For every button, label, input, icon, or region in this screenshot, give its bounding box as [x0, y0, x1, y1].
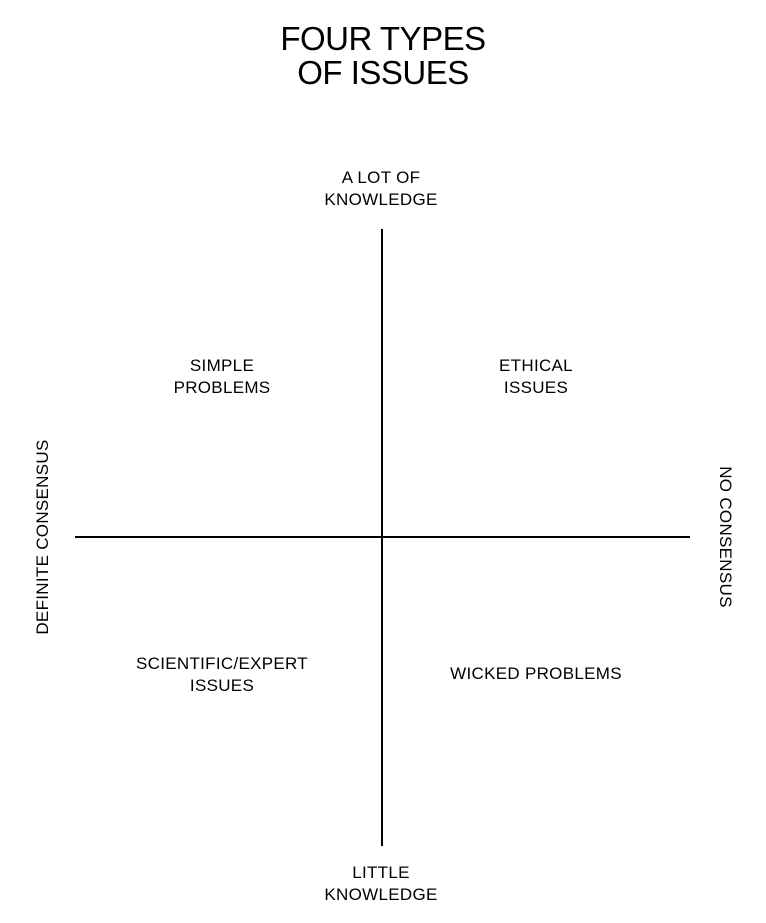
horizontal-axis-line: [75, 536, 690, 538]
quadrant-bottom-left-line-1: SCIENTIFIC/EXPERT: [136, 654, 308, 673]
axis-label-top: A LOT OF KNOWLEDGE: [281, 167, 481, 211]
axis-label-left: DEFINITE CONSENSUS: [33, 439, 52, 635]
quadrant-simple-problems: SIMPLE PROBLEMS: [122, 355, 322, 399]
title-line-1: FOUR TYPES: [280, 20, 486, 57]
axis-label-bottom-line-2: KNOWLEDGE: [324, 885, 438, 904]
quadrant-scientific-expert-issues: SCIENTIFIC/EXPERT ISSUES: [112, 653, 332, 697]
quadrant-top-right-line-1: ETHICAL: [499, 356, 573, 375]
quadrant-wicked-problems: WICKED PROBLEMS: [421, 663, 651, 685]
quadrant-bottom-right-line-1: WICKED PROBLEMS: [450, 664, 622, 683]
title-line-2: OF ISSUES: [297, 54, 469, 91]
quadrant-top-right-line-2: ISSUES: [503, 378, 569, 397]
diagram-title: FOUR TYPES OF ISSUES: [0, 22, 766, 90]
quadrant-bottom-left-line-2: ISSUES: [189, 676, 255, 695]
quadrant-top-left-line-1: SIMPLE: [189, 356, 255, 375]
axis-label-top-line-2: KNOWLEDGE: [324, 190, 438, 209]
axis-label-bottom: LITTLE KNOWLEDGE: [281, 862, 481, 906]
axis-label-top-line-1: A LOT OF: [341, 168, 421, 187]
axis-label-right: NO CONSENSUS: [716, 466, 735, 608]
axis-label-bottom-line-1: LITTLE: [352, 863, 410, 882]
quadrant-top-left-line-2: PROBLEMS: [173, 378, 271, 397]
quadrant-ethical-issues: ETHICAL ISSUES: [436, 355, 636, 399]
